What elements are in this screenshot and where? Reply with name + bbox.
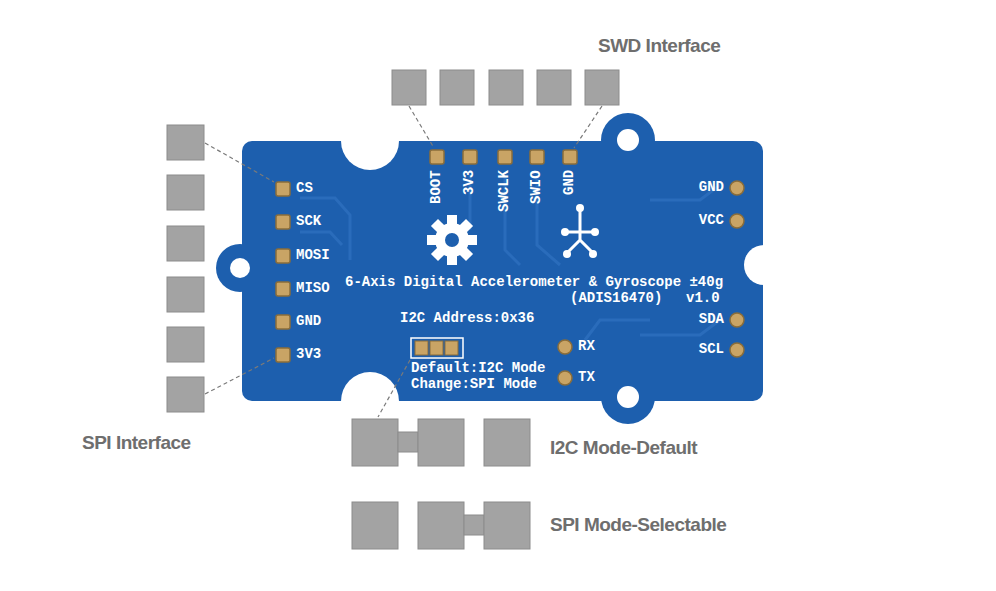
mode-label: SPI Mode-Selectable <box>550 515 726 536</box>
pin-name: SWIO <box>529 170 544 204</box>
board-title: 6-Axis Digital Accelerometer & Gyroscope… <box>345 275 723 290</box>
part-number: (ADIS16470) <box>570 291 662 306</box>
pin-name: CS <box>296 181 313 196</box>
interface-label: SPI Interface <box>82 433 191 454</box>
pin-name: RX <box>578 339 595 354</box>
pin-name: SWCLK <box>497 170 512 212</box>
pin-name: MOSI <box>296 248 330 263</box>
mode-note: Default:I2C Mode <box>411 361 545 376</box>
pin-name: SDA <box>699 312 724 327</box>
pin-name: TX <box>578 370 595 385</box>
pin-name: GND <box>296 314 321 329</box>
pin-name: VCC <box>699 213 724 228</box>
pin-name: SCK <box>296 214 321 229</box>
pin-name: GND <box>699 180 724 195</box>
pin-name: SCL <box>699 342 724 357</box>
pin-name: GND <box>562 170 577 195</box>
interface-label: SWD Interface <box>598 36 720 57</box>
version: v1.0 <box>686 291 720 306</box>
mode-label: I2C Mode-Default <box>550 438 697 459</box>
pin-name: 3V3 <box>462 170 477 195</box>
mode-note: Change:SPI Mode <box>411 377 537 392</box>
address-note: I2C Address:0x36 <box>400 311 534 326</box>
pin-name: MISO <box>296 281 330 296</box>
pin-name: 3V3 <box>296 347 321 362</box>
pin-name: BOOT <box>429 170 444 204</box>
